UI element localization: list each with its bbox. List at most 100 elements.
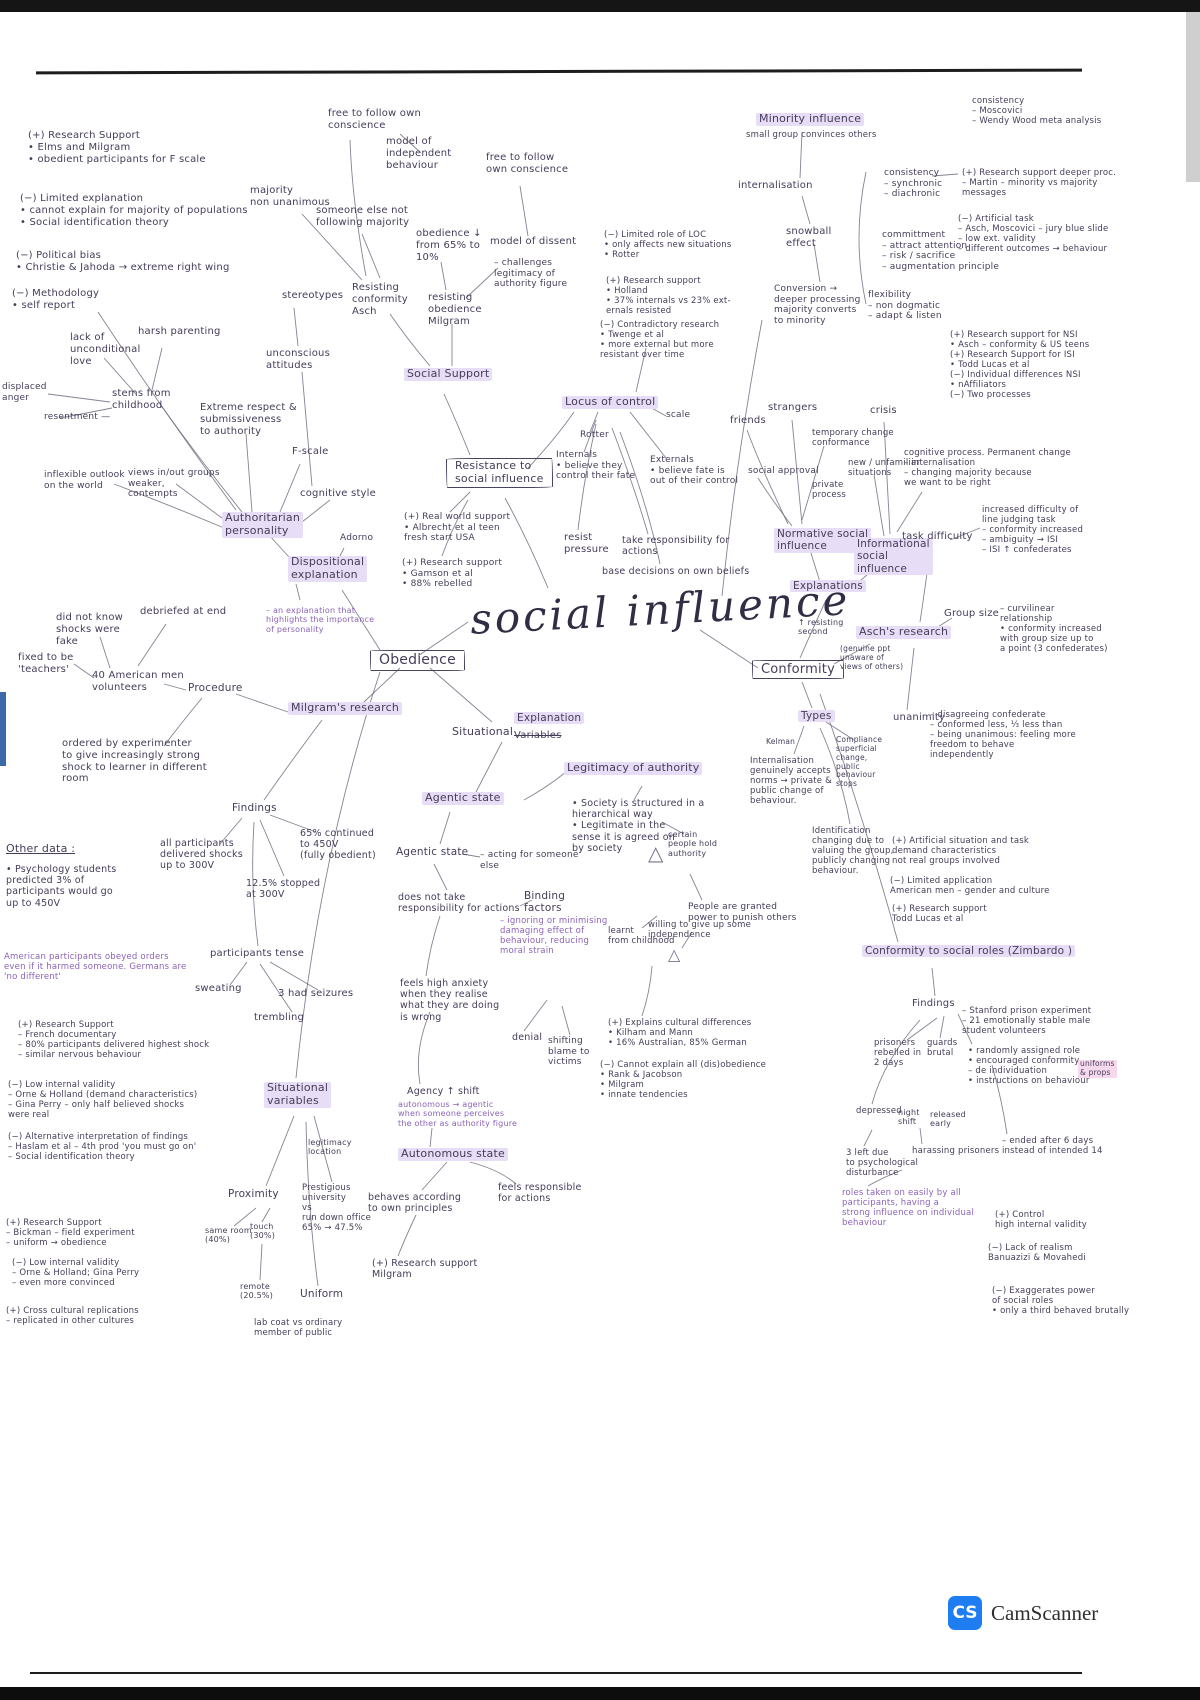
mindmap-node: debriefed at end	[140, 606, 227, 617]
connector-line	[801, 445, 825, 521]
mindmap-node: trembling	[254, 1012, 305, 1023]
mindmap-node: △	[668, 945, 681, 964]
mindmap-node: (+) Research support deeper proc. – Mart…	[962, 168, 1117, 199]
mindmap-node: • Society is structured in a hierarchica…	[572, 798, 705, 854]
connector-line	[429, 1127, 433, 1148]
connector-line	[949, 527, 981, 541]
mindmap-node: model of independent behaviour	[386, 136, 452, 171]
connector-line	[919, 1127, 923, 1145]
connector-line	[269, 961, 319, 991]
node-social-support: Social Support	[404, 367, 493, 381]
connector-line	[523, 771, 567, 801]
mindmap-node: harassing prisoners	[912, 1146, 1000, 1156]
mindmap-node: Rotter	[580, 430, 609, 440]
mindmap-node: – curvilinear relationship • conformity …	[1000, 604, 1108, 655]
connector-line	[746, 429, 789, 525]
connector-line	[465, 267, 499, 299]
connector-line	[611, 427, 649, 535]
connector-line	[47, 393, 111, 403]
mindmap-node: free to follow own conscience	[486, 152, 569, 175]
mindmap-node: cognitive process. Permanent change – in…	[904, 448, 1071, 489]
scan-bottom-bar	[0, 1687, 1200, 1700]
scan-top-bar	[0, 0, 1200, 12]
mindmap-node: prisoners rebelled in 2 days	[874, 1038, 922, 1069]
mindmap-node: (+) Research support for NSI • Asch – co…	[950, 330, 1090, 401]
connector-line	[259, 819, 285, 877]
connector-line	[389, 313, 431, 367]
connector-line	[441, 499, 469, 557]
node-resistance: Resistance to social influence	[446, 458, 553, 488]
connector-line	[791, 419, 803, 525]
mindmap-node: certain people hold authority	[668, 830, 718, 858]
camscanner-watermark: CS CamScanner	[948, 1596, 1098, 1630]
mindmap-node: Adorno	[340, 533, 374, 543]
mindmap-node: displaced anger	[2, 382, 47, 403]
node-legitimacy-of-authority: Legitimacy of authority	[564, 761, 703, 775]
connector-line	[939, 1015, 945, 1039]
connector-line	[235, 693, 289, 713]
mindmap-node: – ended after 6 days instead of intended…	[1002, 1136, 1103, 1157]
mindmap-node: (+) Research support Todd Lucas et al	[892, 904, 987, 925]
mindmap-node: does not take responsibility for actions	[398, 892, 520, 915]
connector-line	[641, 965, 653, 1017]
connector-line	[397, 1214, 417, 1257]
connector-line	[261, 1207, 271, 1223]
connector-line	[263, 719, 323, 801]
connector-line	[801, 681, 813, 709]
mindmap-node: ordered by experimenter to give increasi…	[62, 738, 207, 785]
connector-line	[757, 477, 793, 527]
mindmap-node: Agentic state	[396, 846, 469, 858]
mindmap-node: Variables	[514, 730, 562, 741]
connector-line	[417, 1011, 431, 1085]
mindmap-node: Explanations	[790, 580, 866, 593]
mindmap-node: participants tense	[210, 948, 305, 959]
mindmap-node: F-scale	[292, 446, 329, 457]
connector-line	[313, 1115, 333, 1183]
mindmap-node: (−) Cannot explain all (dis)obedience • …	[600, 1060, 767, 1101]
connector-line	[425, 915, 441, 977]
mindmap-node: consistency – Moscovici – Wendy Wood met…	[972, 96, 1102, 127]
mindmap-node: (+) Artificial situation and task demand…	[892, 836, 1030, 867]
mindmap-node: fixed to be 'teachers'	[18, 652, 74, 675]
connector-line	[858, 171, 867, 305]
mindmap-node: (−) Contradictory research • Twenge et a…	[600, 320, 720, 361]
mindmap-node: Situational	[452, 725, 514, 738]
mindmap-node: learnt from childhood	[608, 926, 675, 947]
camscanner-brand-label: CamScanner	[991, 1600, 1099, 1625]
connector-line	[589, 411, 599, 433]
connector-line	[883, 421, 891, 535]
mindmap-node: snowball effect	[786, 226, 832, 249]
mindmap-node: (−) Methodology • self report	[12, 288, 100, 311]
mindmap-node: new / unfamiliar situations	[848, 458, 921, 479]
mindmap-node: (−) Low internal validity – Orne & Holla…	[12, 1258, 140, 1289]
connector-line	[931, 173, 959, 177]
mindmap-node: • randomly assigned role • encouraged co…	[968, 1046, 1090, 1087]
connector-line	[252, 821, 259, 947]
connector-line	[349, 139, 367, 277]
node-autonomous-state: Autonomous state	[398, 1147, 508, 1161]
mindmap-node: inflexible outlook on the world	[44, 470, 125, 491]
mindmap-node: roles taken on easily by all participant…	[842, 1188, 975, 1229]
connector-line	[265, 1115, 295, 1187]
connector-line	[301, 499, 331, 523]
mindmap-node: someone else not following majority	[316, 205, 410, 228]
mindmap-node: Compliance superficial change, public be…	[836, 735, 883, 789]
connector-line	[245, 433, 253, 513]
connector-line	[689, 873, 703, 901]
mindmap-node: behaves according to own principles	[368, 1192, 462, 1215]
connector-line	[873, 473, 885, 537]
mindmap-node: Findings	[232, 802, 277, 814]
mindmap-node: friends	[730, 415, 766, 426]
mindmap-node: committment – attract attention – risk /…	[882, 230, 1000, 272]
mindmap-node: Agency ↑ shift	[407, 1086, 480, 1097]
mindmap-node: unconscious attitudes	[266, 348, 330, 371]
mindmap-node: model of dissent	[490, 236, 577, 247]
node-situational-variables: Situational variables	[264, 1081, 332, 1108]
mindmap-node: feels high anxiety when they realise wha…	[400, 978, 500, 1023]
connector-line	[219, 817, 243, 845]
node-isi: Informational social influence	[854, 538, 933, 576]
connector-line	[301, 371, 313, 487]
camscanner-logo-text: CS	[952, 1603, 978, 1623]
mindmap-node: released early	[930, 1110, 966, 1129]
